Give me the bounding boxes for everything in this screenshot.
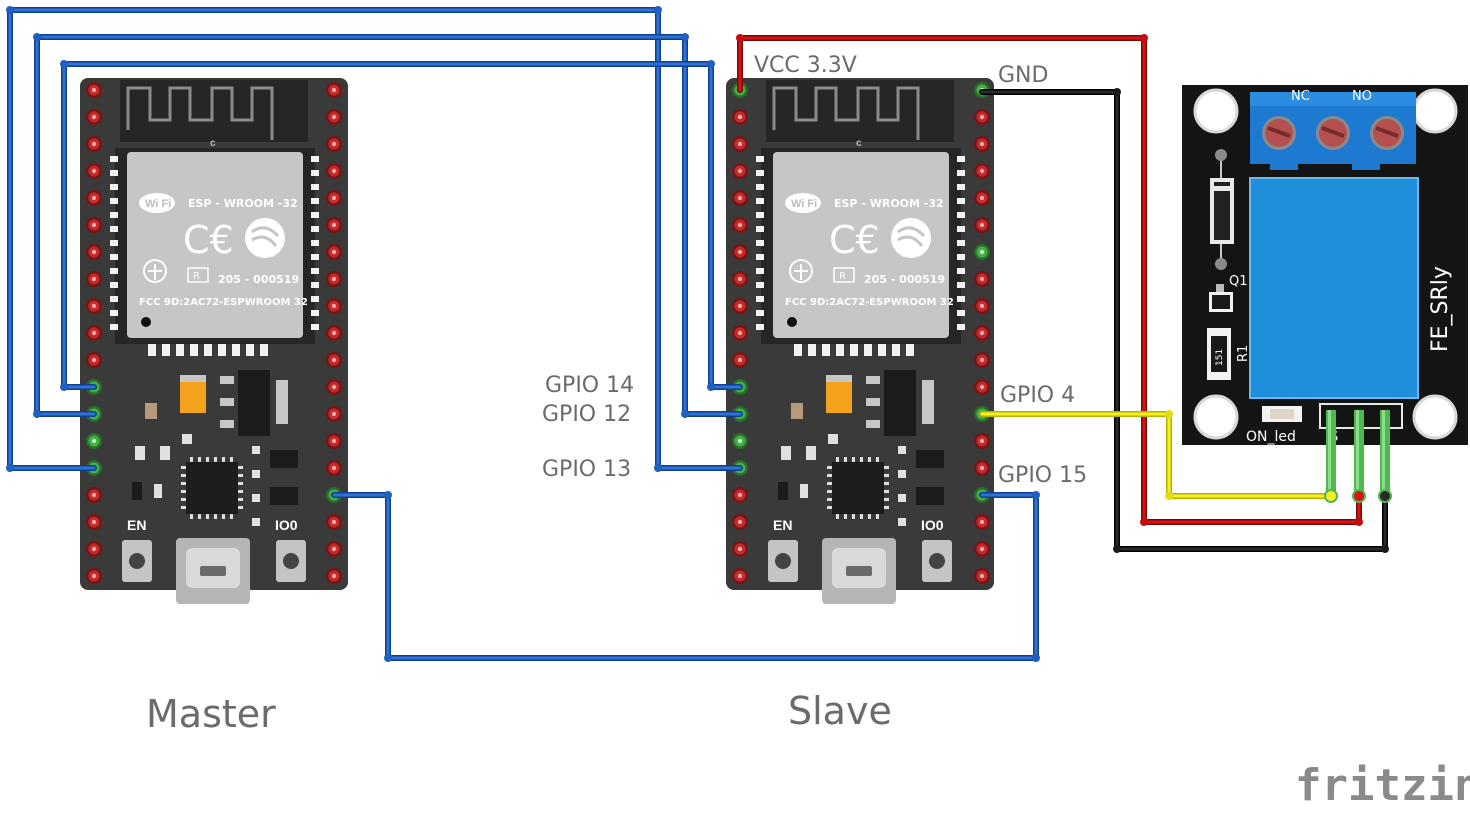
relay-header-pins: [1326, 410, 1390, 496]
diode: [1210, 149, 1234, 270]
master-cert-code: 205 - 000519: [218, 273, 299, 286]
label-gpio12: GPIO 12: [542, 402, 631, 427]
slave-usb-port: [822, 538, 896, 604]
svg-text:Wi Fi: Wi Fi: [791, 198, 817, 210]
caption-master: Master: [146, 692, 276, 736]
master-fcc-text: FCC 9D:2AC72-ESPWROOM 32: [139, 297, 308, 308]
relay-nc-label: NC: [1291, 89, 1310, 104]
label-gnd: GND: [998, 63, 1048, 88]
telec-mark-icon: [143, 259, 167, 283]
relay-led-label: ON_led: [1246, 429, 1296, 445]
svg-text:Wi Fi: Wi Fi: [145, 198, 171, 210]
screw-terminal: [1250, 92, 1416, 170]
master-io0-button[interactable]: [276, 540, 306, 582]
ce-mark-icon: C€: [829, 218, 880, 262]
wire-gpio13: [7, 7, 743, 471]
fritzing-watermark: fritzing: [1295, 760, 1470, 811]
slave-en-button[interactable]: [768, 540, 798, 582]
caption-slave: Slave: [788, 689, 892, 733]
wire-joints: [6, 6, 1392, 662]
relay-r1-label: R1: [1236, 345, 1251, 362]
wire-gpio12: [34, 34, 743, 417]
master-io0-label: IO0: [275, 517, 298, 533]
wire-gpio15: [331, 492, 1039, 661]
master-en-button[interactable]: [122, 540, 152, 582]
svg-text:c: c: [856, 138, 862, 149]
label-vcc: VCC 3.3V: [754, 53, 857, 78]
master-module-name: ESP - WROOM -32: [188, 197, 298, 210]
relay-no-label: NO: [1352, 89, 1372, 104]
wifi-logo-icon: Wi Fi: [785, 193, 821, 213]
wifi-logo-icon: Wi Fi: [139, 193, 175, 213]
on-led-icon: [1262, 406, 1302, 422]
relay-q1-label: Q1: [1229, 274, 1248, 289]
master-board: c Wi Fi ESP - WROOM -32 C€ R 205 - 00051…: [80, 78, 348, 604]
transistor-q1: [1209, 284, 1233, 312]
wire-gpio4: [979, 411, 1334, 499]
espressif-logo-icon: [891, 218, 931, 258]
slave-board: c Wi Fi ESP - WROOM -32 C€ R 205 - 00051…: [726, 78, 994, 604]
espressif-logo-icon: [245, 218, 285, 258]
relay-resistor-code: 151: [1215, 349, 1225, 366]
telec-mark-icon: [789, 259, 813, 283]
slave-module-name: ESP - WROOM -32: [834, 197, 944, 210]
wire-vcc: [737, 35, 1362, 525]
label-gpio4: GPIO 4: [1000, 383, 1075, 408]
slave-io0-button[interactable]: [922, 540, 952, 582]
slave-en-label: EN: [773, 517, 792, 533]
master-en-label: EN: [127, 517, 146, 533]
master-usb-port: [176, 538, 250, 604]
slave-fcc-text: FCC 9D:2AC72-ESPWROOM 32: [785, 297, 954, 308]
resistor-r1: [1207, 328, 1231, 380]
slave-io0-label: IO0: [921, 517, 944, 533]
relay-coil: [1249, 177, 1419, 399]
relay-name: FE_SRly: [1428, 266, 1453, 352]
label-gpio15: GPIO 15: [998, 463, 1087, 488]
svg-text:R: R: [839, 271, 846, 282]
relay-module: NC NO FE_SRly Q1 151 R1: [1182, 85, 1468, 496]
svg-text:R: R: [193, 271, 200, 282]
svg-text:c: c: [210, 138, 216, 149]
wire-gpio14: [61, 61, 743, 390]
label-gpio13: GPIO 13: [542, 457, 631, 482]
ce-mark-icon: C€: [183, 218, 234, 262]
slave-cert-code: 205 - 000519: [864, 273, 945, 286]
label-gpio14: GPIO 14: [545, 373, 634, 398]
